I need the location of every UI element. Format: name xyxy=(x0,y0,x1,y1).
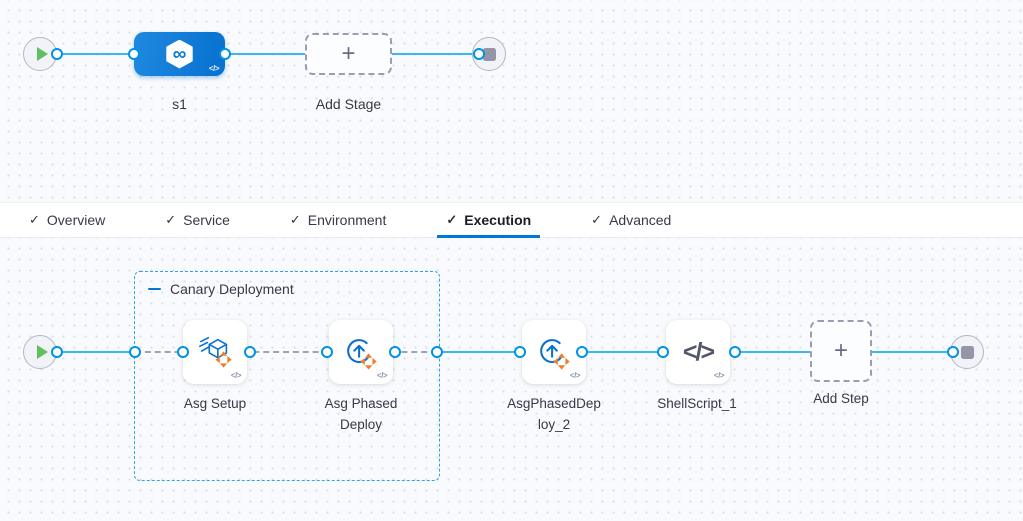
check-icon: ✓ xyxy=(165,212,177,227)
harness-cd-icon: ∞ xyxy=(166,39,193,69)
port[interactable] xyxy=(514,346,526,358)
tab-label: Execution xyxy=(464,212,532,228)
edge-dashed xyxy=(135,351,437,353)
port[interactable] xyxy=(729,346,741,358)
port[interactable] xyxy=(244,346,256,358)
port[interactable] xyxy=(657,346,669,358)
port[interactable] xyxy=(219,48,231,60)
step-group-canary-deployment[interactable] xyxy=(134,271,440,481)
tab-advanced[interactable]: ✓ Advanced xyxy=(582,203,680,237)
code-badge-icon: </> xyxy=(208,64,220,73)
step-label: ShellScript_1 xyxy=(657,396,737,411)
port[interactable] xyxy=(51,346,63,358)
check-icon: ✓ xyxy=(289,212,301,227)
port[interactable] xyxy=(321,346,333,358)
tab-execution[interactable]: ✓ Execution xyxy=(437,203,541,238)
play-icon xyxy=(36,47,48,61)
port[interactable] xyxy=(431,346,443,358)
add-stage-label: Add Stage xyxy=(315,96,382,112)
add-step-label: Add Step xyxy=(813,391,869,406)
stage-graph-canvas[interactable]: ∞ </> s1 + Add Stage xyxy=(0,0,1023,202)
tab-label: Environment xyxy=(307,212,387,228)
add-step-button[interactable]: + xyxy=(810,320,872,382)
code-badge-icon: </> xyxy=(713,371,725,380)
stage-edge xyxy=(57,53,479,55)
step-node-asg-setup[interactable]: </> xyxy=(183,320,247,384)
check-icon: ✓ xyxy=(591,212,603,227)
tab-label: Service xyxy=(183,212,230,228)
add-stage-button[interactable]: + xyxy=(305,33,392,75)
asg-setup-icon xyxy=(198,336,232,368)
group-header: Canary Deployment xyxy=(148,281,294,297)
check-icon: ✓ xyxy=(29,212,40,227)
port[interactable] xyxy=(389,346,401,358)
port[interactable] xyxy=(947,346,959,358)
code-badge-icon: </> xyxy=(230,371,242,380)
stage-node-s1[interactable]: ∞ </> xyxy=(134,32,225,76)
stage-label: s1 xyxy=(172,96,187,112)
port[interactable] xyxy=(473,48,485,60)
asg-phased-deploy-icon xyxy=(540,339,570,370)
tab-label: Overview xyxy=(46,212,106,228)
plus-icon: + xyxy=(833,337,848,364)
group-label: Canary Deployment xyxy=(170,281,294,297)
tab-overview[interactable]: ✓ Overview xyxy=(20,203,114,237)
step-label: Asg Setup xyxy=(183,396,247,411)
step-label: AsgPhasedDeploy_2 xyxy=(507,396,601,432)
port[interactable] xyxy=(128,48,140,60)
tab-service[interactable]: ✓ Service xyxy=(156,203,239,237)
code-badge-icon: </> xyxy=(569,371,581,380)
step-node-shellscript-1[interactable]: </> </> xyxy=(666,320,730,384)
execution-graph-canvas[interactable]: Canary Deployment xyxy=(0,238,1023,521)
tab-environment[interactable]: ✓ Environment xyxy=(281,203,396,237)
asg-phased-deploy-icon xyxy=(347,339,377,370)
active-tab-underline xyxy=(437,235,541,238)
stop-icon xyxy=(960,345,974,359)
collapse-group-icon[interactable] xyxy=(148,288,161,290)
check-icon: ✓ xyxy=(446,212,458,227)
stop-icon xyxy=(482,47,496,61)
plus-icon: + xyxy=(341,40,356,67)
step-node-asg-phased-deploy[interactable]: </> xyxy=(329,320,393,384)
port[interactable] xyxy=(51,48,63,60)
port[interactable] xyxy=(576,346,588,358)
play-icon xyxy=(36,345,48,359)
step-node-asg-phased-deploy-2[interactable]: </> xyxy=(522,320,586,384)
stage-config-tabs: ✓ Overview ✓ Service ✓ Environment ✓ Exe… xyxy=(0,202,1023,238)
step-label: Asg Phased Deploy xyxy=(324,396,398,432)
edge xyxy=(57,351,135,353)
execution-start-node xyxy=(23,335,57,369)
code-badge-icon: </> xyxy=(376,371,388,380)
port[interactable] xyxy=(129,346,141,358)
shell-script-icon: </> xyxy=(682,337,715,366)
tab-label: Advanced xyxy=(609,212,672,228)
port[interactable] xyxy=(177,346,189,358)
